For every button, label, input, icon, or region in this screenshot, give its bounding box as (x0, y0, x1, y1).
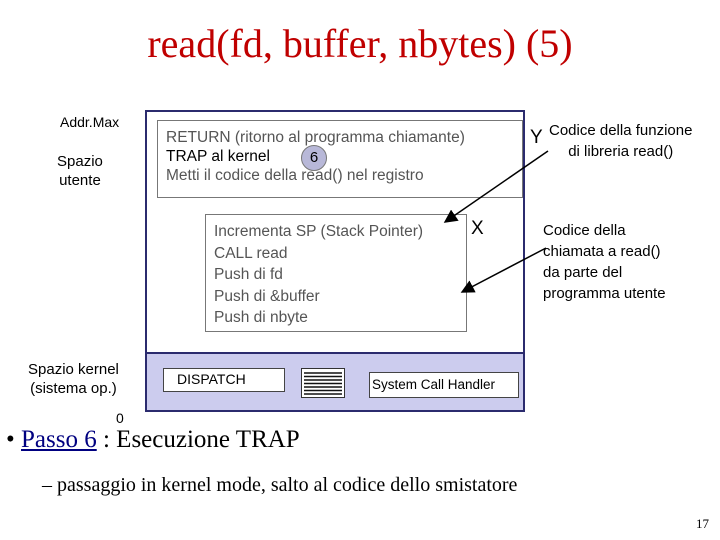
library-function-box: RETURN (ritorno al programma chiamante) … (157, 120, 523, 198)
bullet-text: : Esecuzione TRAP (96, 426, 300, 453)
sub-bullet: – passaggio in kernel mode, salto al cod… (42, 474, 518, 496)
library-line-trap: TRAP al kernel (166, 148, 270, 165)
caller-line: Push di nbyte (214, 309, 308, 326)
step-badge: 6 (301, 145, 327, 171)
addr-max-label: Addr.Max (60, 114, 120, 130)
arrow-caller-note (460, 247, 547, 293)
caller-line: CALL read (214, 244, 288, 262)
library-line-register: Metti il codice della read() nel registr… (166, 167, 424, 184)
kernel-space-label-line: Spazio kernel (28, 361, 119, 378)
dispatch-label: DISPATCH (177, 371, 246, 387)
slide-title: read(fd, buffer, nbytes) (5) (147, 21, 573, 66)
library-code-note-line: Codice della funzione (549, 122, 693, 139)
caller-code-note-line: programma utente (543, 285, 666, 302)
caller-code-note-line: da parte del (543, 264, 623, 281)
caller-line: Push di fd (214, 266, 283, 283)
bullet-point: • Passo 6 : Esecuzione TRAP (6, 426, 300, 454)
caller-code-note: Codice della chiamata a read() da parte … (543, 220, 666, 304)
marker-y: Y (530, 127, 543, 148)
dispatch-box: DISPATCH (163, 368, 285, 392)
marker-x: X (471, 218, 484, 239)
kernel-space-label: Spazio kernel (sistema op.) (28, 360, 119, 398)
user-space-label: Spazio utente (57, 152, 103, 190)
memory-map: RETURN (ritorno al programma chiamante) … (145, 110, 525, 412)
system-call-handler-label: System Call Handler (372, 377, 496, 392)
system-call-handler-box: System Call Handler (369, 372, 519, 398)
library-line-return: RETURN (ritorno al programma chiamante) (166, 129, 465, 146)
arrow-library-to-caller (443, 150, 549, 223)
bullet-glyph: • (6, 426, 22, 453)
caller-line: Push di &buffer (214, 287, 320, 305)
caller-lines: Incrementa SP (Stack Pointer) CALL read … (214, 221, 423, 329)
zero-address-label: 0 (116, 410, 124, 426)
library-code-note: Codice della funzione di libreria read() (549, 120, 692, 162)
caller-code-note-line: chiamata a read() (543, 243, 661, 260)
caller-code-box: Incrementa SP (Stack Pointer) CALL read … (205, 214, 467, 332)
step-link[interactable]: Passo 6 (21, 426, 97, 453)
caller-line: Incrementa SP (Stack Pointer) (214, 223, 424, 240)
library-code-note-line: di libreria read() (568, 143, 674, 160)
caller-code-note-line: Codice della (543, 222, 626, 239)
dispatch-table-icon (301, 368, 345, 398)
user-space-label-line: utente (59, 172, 101, 189)
kernel-boundary (147, 352, 523, 354)
page-number: 17 (696, 516, 709, 531)
kernel-space-label-line: (sistema op.) (30, 380, 117, 397)
user-space-label-line: Spazio (57, 153, 103, 170)
